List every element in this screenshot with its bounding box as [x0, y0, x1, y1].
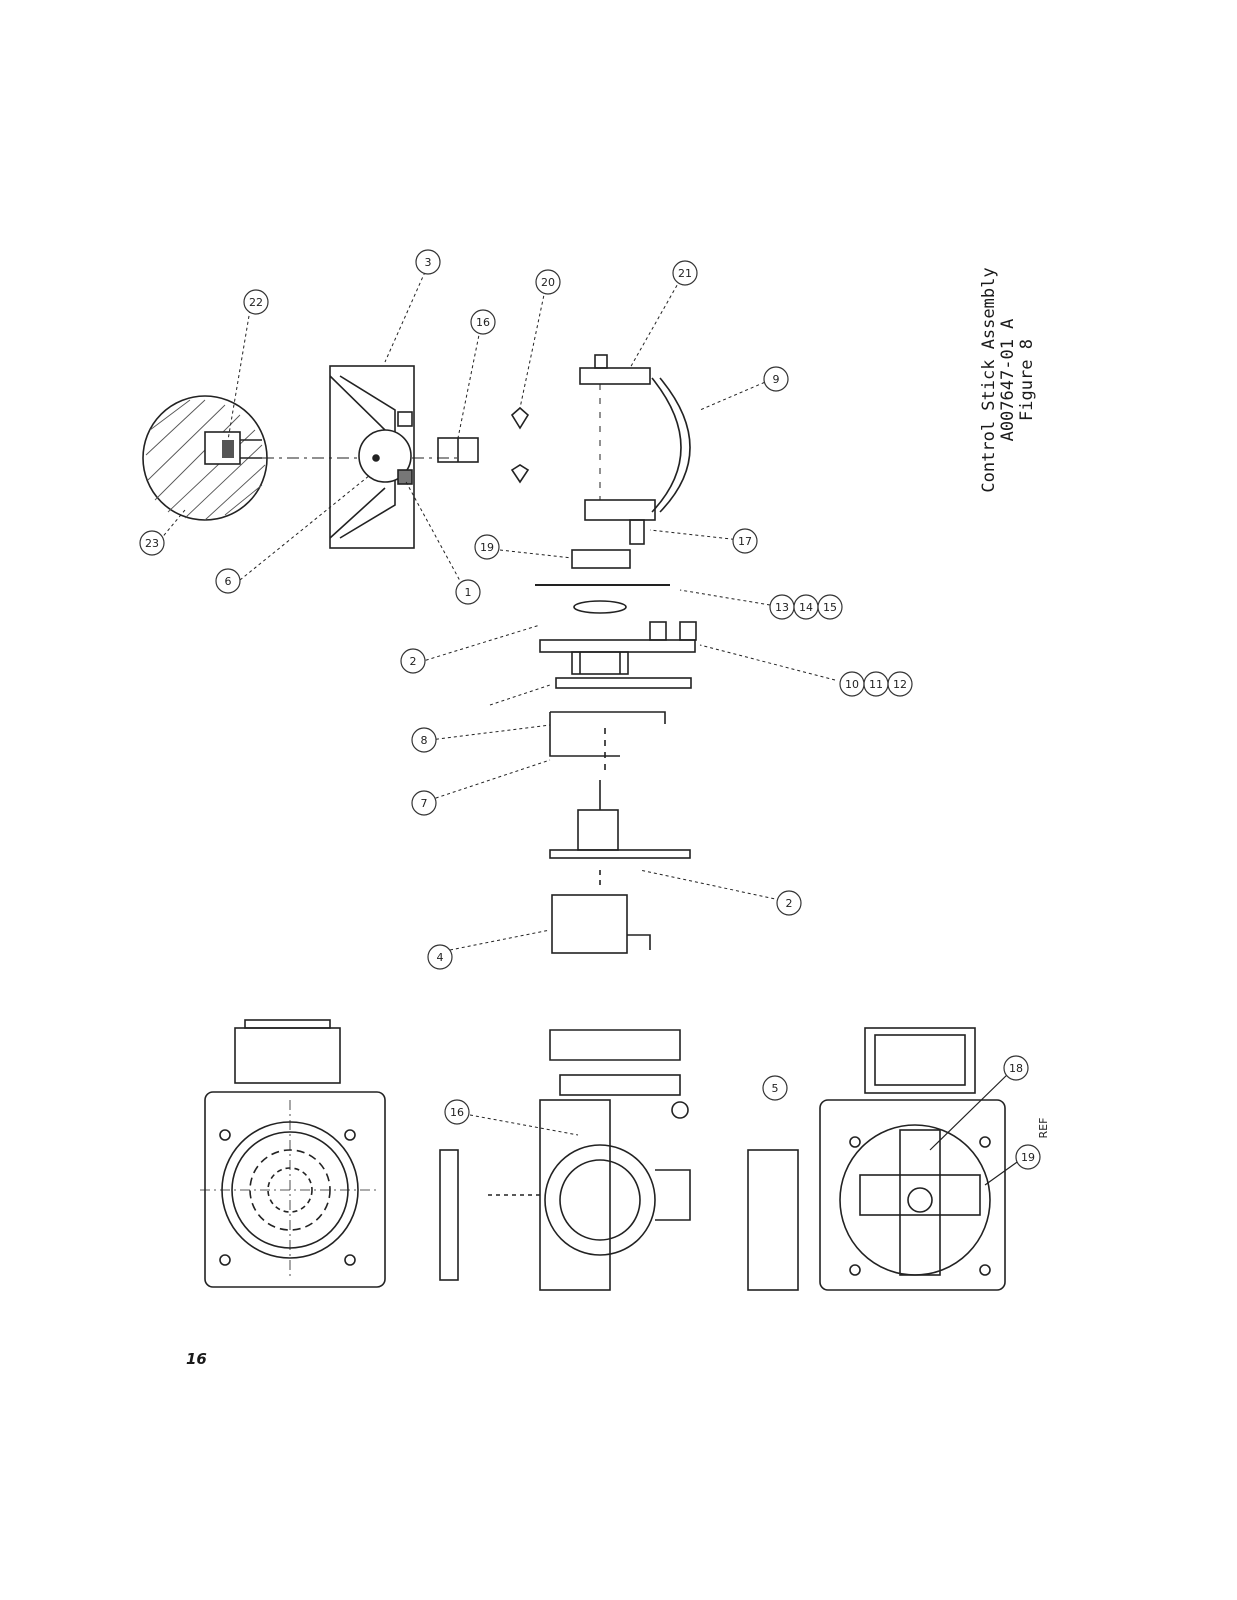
pot-part — [549, 780, 691, 859]
bracket-part — [579, 354, 691, 545]
svg-text:1: 1 — [465, 586, 472, 599]
page-number: 16 — [186, 1350, 207, 1368]
callout-20: 20 — [535, 269, 561, 295]
callout-21: 21 — [672, 260, 698, 286]
callout-15: 15 — [817, 594, 843, 620]
housing-part — [329, 365, 415, 549]
svg-text:17: 17 — [738, 535, 752, 548]
svg-text:22: 22 — [249, 296, 263, 309]
figure-title: Control Stick Assembly — [979, 267, 999, 493]
callout-19: 19 — [1015, 1144, 1041, 1170]
motor-part-8 — [549, 711, 666, 775]
gear-assembly — [539, 621, 697, 675]
callout-14: 14 — [793, 594, 819, 620]
callout-8: 8 — [411, 727, 437, 753]
callout-16-bottom: 16 — [444, 1099, 470, 1125]
callout-3: 3 — [415, 249, 441, 275]
callout-12: 12 — [887, 671, 913, 697]
svg-text:10: 10 — [845, 678, 859, 691]
ref-label: REF — [1037, 1118, 1050, 1139]
svg-text:9: 9 — [773, 373, 780, 386]
svg-text:16: 16 — [476, 316, 490, 329]
callout-18: 18 — [1003, 1055, 1029, 1081]
callout-16: 16 — [470, 309, 496, 335]
callout-10: 10 — [839, 671, 865, 697]
bottom-view-right — [747, 1027, 1021, 1291]
svg-text:11: 11 — [869, 678, 883, 691]
svg-text:5: 5 — [772, 1082, 779, 1095]
drawing-number: A007647-01 A — [998, 318, 1018, 442]
svg-text:2: 2 — [410, 655, 417, 668]
callout-22: 22 — [243, 289, 269, 315]
svg-text:8: 8 — [421, 734, 428, 747]
callout-6: 6 — [215, 568, 241, 594]
pot-part-4 — [551, 870, 651, 954]
callout-23: 23 — [139, 530, 165, 556]
svg-text:18: 18 — [1009, 1062, 1023, 1075]
part-19 — [571, 549, 631, 569]
callout-17: 17 — [732, 528, 758, 554]
callout-1: 1 — [455, 579, 481, 605]
svg-text:12: 12 — [893, 678, 907, 691]
svg-text:13: 13 — [775, 601, 789, 614]
bottom-view-left — [200, 1019, 386, 1288]
callout-7: 7 — [411, 790, 437, 816]
svg-text:7: 7 — [421, 797, 428, 810]
callout-11: 11 — [863, 671, 889, 697]
svg-text:19: 19 — [1021, 1151, 1035, 1164]
svg-text:14: 14 — [799, 601, 813, 614]
callout-9: 9 — [763, 366, 789, 392]
svg-text:4: 4 — [437, 951, 444, 964]
callout-13: 13 — [769, 594, 795, 620]
callout-4: 4 — [427, 944, 453, 970]
callout-2-top: 2 — [400, 648, 426, 674]
figure-label: Figure 8 — [1017, 339, 1037, 421]
callout-2: 2 — [776, 890, 802, 916]
svg-text:2: 2 — [786, 897, 793, 910]
svg-text:3: 3 — [425, 256, 432, 269]
plate-part — [555, 677, 692, 689]
svg-text:21: 21 — [678, 267, 692, 280]
svg-text:6: 6 — [225, 575, 232, 588]
callout-5: 5 — [762, 1075, 788, 1101]
svg-text:23: 23 — [145, 537, 159, 550]
svg-text:15: 15 — [823, 601, 837, 614]
svg-text:19: 19 — [480, 541, 494, 554]
svg-text:16: 16 — [450, 1106, 464, 1119]
bottom-view-middle — [439, 1029, 691, 1291]
callout-19-top: 19 — [474, 534, 500, 560]
knob-part — [142, 395, 268, 521]
screw-part — [510, 406, 530, 430]
svg-text:20: 20 — [541, 276, 555, 289]
